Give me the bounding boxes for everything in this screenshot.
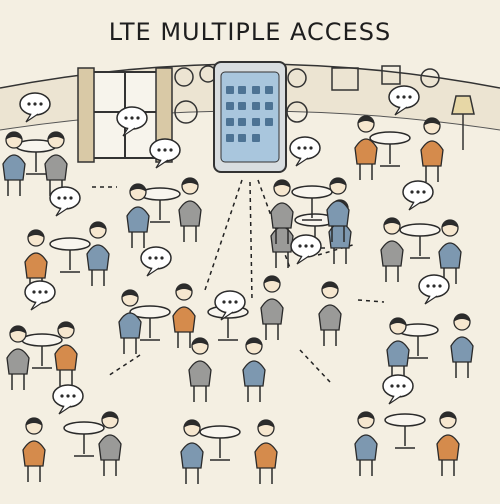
table	[63, 421, 105, 457]
speech-bubble-icon	[149, 138, 181, 169]
person-figure	[254, 419, 278, 484]
person-figure	[126, 183, 150, 248]
person-figure	[86, 221, 110, 286]
person-figure	[54, 321, 78, 386]
table	[49, 237, 91, 273]
table	[129, 305, 171, 341]
person-figure	[98, 411, 122, 476]
person-figure	[242, 337, 266, 402]
table	[384, 413, 426, 449]
person-figure	[44, 131, 68, 196]
speech-bubble-icon	[24, 280, 56, 311]
person-figure	[270, 179, 294, 244]
speech-bubble-icon	[418, 274, 450, 305]
table	[199, 425, 241, 461]
person-figure	[188, 337, 212, 402]
smartphone-icon	[213, 61, 287, 173]
person-figure	[450, 313, 474, 378]
speech-bubble-icon	[52, 384, 84, 415]
person-figure	[438, 219, 462, 284]
person-figure	[436, 411, 460, 476]
speech-bubble-icon	[49, 186, 81, 217]
person-figure	[386, 317, 410, 382]
person-figure	[172, 283, 196, 348]
floor-lamp-icon	[451, 95, 475, 150]
person-figure	[420, 117, 444, 182]
speech-bubble-icon	[140, 246, 172, 277]
person-figure	[178, 177, 202, 242]
speech-bubble-icon	[382, 374, 414, 405]
diagram-title: LTE MULTIPLE ACCESS	[108, 18, 392, 46]
person-figure	[24, 229, 48, 294]
app-grid	[226, 86, 273, 142]
person-figure	[326, 177, 350, 242]
people	[2, 115, 474, 484]
speech-bubble-icon	[214, 290, 246, 321]
speech-bubble-icon	[402, 180, 434, 211]
person-figure	[22, 417, 46, 482]
table	[399, 223, 441, 259]
speech-bubble-icon	[388, 85, 420, 116]
speech-bubbles	[19, 85, 450, 415]
person-figure	[380, 217, 404, 282]
person-figure	[180, 419, 204, 484]
person-figure	[6, 325, 30, 390]
person-figure	[260, 275, 284, 340]
person-figure	[318, 281, 342, 346]
speech-bubble-icon	[116, 106, 148, 137]
table	[369, 131, 411, 167]
speech-bubble-icon	[19, 92, 51, 123]
person-figure	[2, 131, 26, 196]
person-figure	[118, 289, 142, 354]
speech-bubble-icon	[289, 136, 321, 167]
person-figure	[354, 115, 378, 180]
speech-bubble-icon	[290, 234, 322, 265]
person-figure	[354, 411, 378, 476]
